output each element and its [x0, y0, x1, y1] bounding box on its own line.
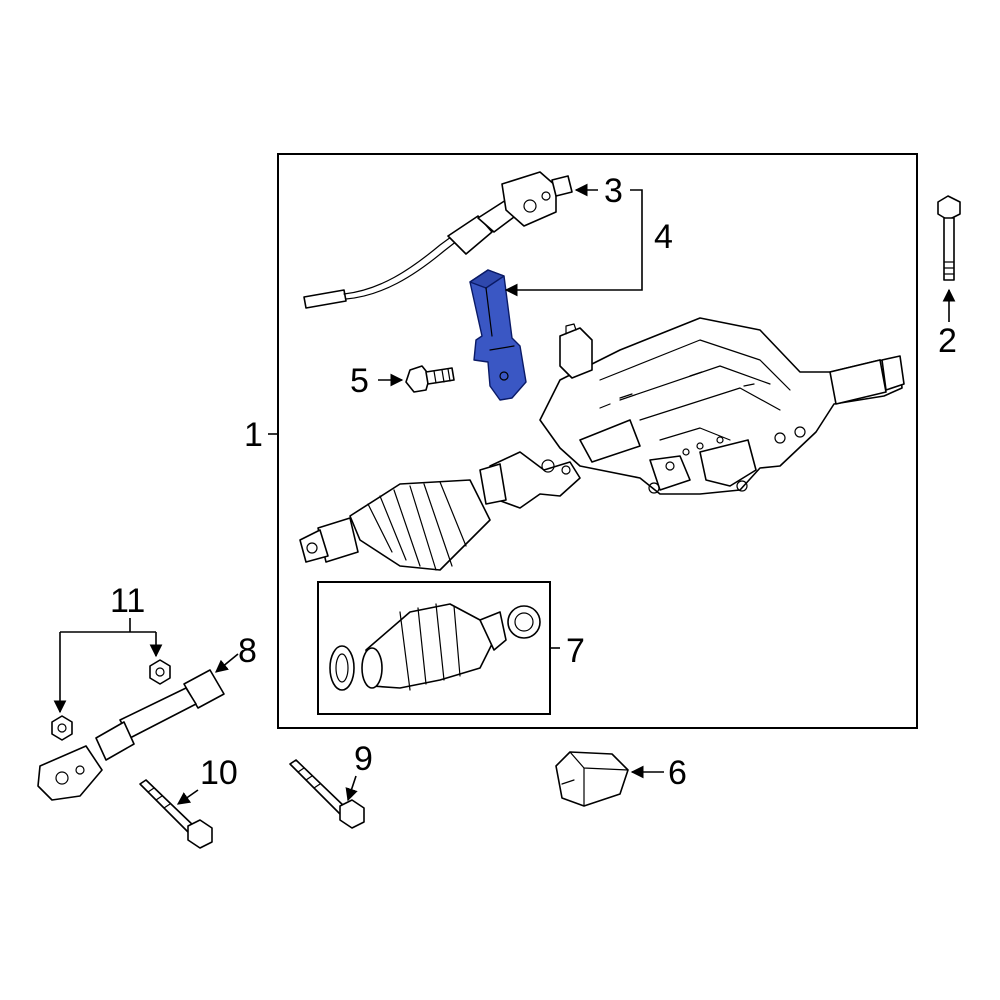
adjuster-cable [303, 171, 573, 309]
bolt-part-9 [289, 759, 365, 829]
callout-10: 10 [200, 754, 238, 792]
callout-7: 7 [566, 632, 585, 670]
bolt-part-10 [139, 779, 213, 849]
boot-kit [329, 603, 541, 691]
bolt-part-2 [937, 195, 961, 281]
callout-2: 2 [938, 322, 957, 360]
leader-lines [53, 183, 956, 805]
callout-8: 8 [238, 632, 257, 670]
callout-11: 11 [110, 582, 145, 620]
nut-part-11-lower [51, 715, 73, 741]
assembly-frame [277, 153, 918, 729]
steering-column-housing [539, 317, 905, 495]
callout-6: 6 [668, 754, 687, 792]
nut-part-11-upper [149, 659, 171, 685]
callout-3: 3 [604, 172, 623, 210]
bolt-part-5 [405, 365, 455, 393]
callout-9: 9 [354, 740, 373, 778]
column-joint-and-boot [299, 451, 581, 571]
control-module-part-6 [555, 751, 629, 807]
intermediate-shaft-part-8 [37, 669, 225, 801]
callout-4: 4 [654, 218, 673, 256]
callout-5: 5 [350, 362, 369, 400]
callout-1: 1 [244, 416, 263, 454]
